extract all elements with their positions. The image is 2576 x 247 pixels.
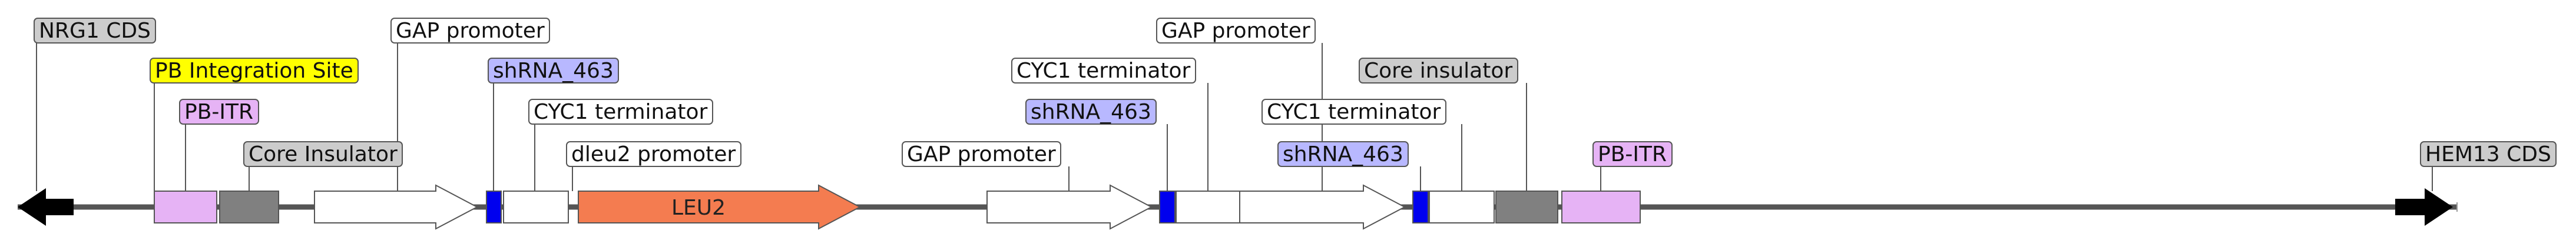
feature-label-box xyxy=(179,99,259,125)
feature-label[interactable]: HEM13 CDS xyxy=(2420,141,2557,167)
feature-nrg1 xyxy=(18,188,74,226)
feature-label[interactable]: CYC1 terminator xyxy=(528,99,713,125)
feature-label-text: GAP promoter xyxy=(1161,19,1310,43)
feature-sh1 xyxy=(486,191,502,223)
feature-itr2 xyxy=(1561,191,1641,223)
feature-label[interactable]: shRNA_463 xyxy=(1277,141,1409,167)
feature-label-box xyxy=(1359,58,1518,84)
feature-label-text: Core Insulator xyxy=(249,142,398,166)
feature-label-box xyxy=(1011,58,1196,84)
feature-label-box xyxy=(1156,18,1316,44)
leader-lines xyxy=(36,43,2433,191)
feature-label-text: dleu2 promoter xyxy=(571,142,736,166)
feature-label-box xyxy=(1261,99,1446,125)
feature-label[interactable]: PB-ITR xyxy=(1592,141,1673,167)
feature-label-box xyxy=(243,141,403,167)
feature-label-text: PB Integration Site xyxy=(155,59,353,83)
feature-gap3 xyxy=(1239,184,1406,230)
feature-ins1 xyxy=(219,191,279,223)
feature-label[interactable]: CYC1 terminator xyxy=(1011,58,1196,84)
feature-label[interactable]: shRNA_463 xyxy=(1025,99,1157,125)
feature-label[interactable]: PB Integration Site xyxy=(150,58,359,84)
feature-label[interactable]: dleu2 promoter xyxy=(566,141,741,167)
feature-label-text: GAP promoter xyxy=(907,142,1056,166)
feature-cyc1 xyxy=(503,191,569,223)
feature-label[interactable]: GAP promoter xyxy=(390,18,550,44)
feature-gap1 xyxy=(314,184,479,230)
feature-label-box xyxy=(528,99,713,125)
feature-label[interactable]: Core Insulator xyxy=(243,141,403,167)
feature-label-text: GAP promoter xyxy=(396,19,545,43)
feature-label-box xyxy=(1592,141,1673,167)
feature-label[interactable]: CYC1 terminator xyxy=(1261,99,1446,125)
feature-ins2 xyxy=(1495,191,1558,223)
feature-label-text: CYC1 terminator xyxy=(1267,100,1441,124)
feature-label-box xyxy=(1277,141,1409,167)
feature-label[interactable]: NRG1 CDS xyxy=(34,18,156,44)
feature-label-text: PB-ITR xyxy=(1598,142,1667,166)
feature-label[interactable]: Core insulator xyxy=(1359,58,1518,84)
feature-label-text: PB-ITR xyxy=(184,100,253,124)
feature-label-box xyxy=(488,58,619,84)
feature-label[interactable]: GAP promoter xyxy=(1156,18,1316,44)
feature-label-text: Core insulator xyxy=(1364,59,1512,83)
feature-sh3 xyxy=(1412,191,1429,223)
feature-sh2 xyxy=(1159,191,1176,223)
feature-label[interactable]: PB-ITR xyxy=(179,99,259,125)
feature-label-box xyxy=(902,141,1061,167)
feature-label-box xyxy=(1025,99,1157,125)
feature-label-text: shRNA_463 xyxy=(1283,142,1403,166)
feature-layer: LEU2 xyxy=(18,184,2453,230)
feature-gap2 xyxy=(986,184,1153,230)
feature-label[interactable]: GAP promoter xyxy=(902,141,1061,167)
feature-hem13 xyxy=(2395,188,2453,226)
feature-leu2-label: LEU2 xyxy=(671,196,726,220)
feature-label-box xyxy=(566,141,741,167)
feature-label-text: HEM13 CDS xyxy=(2425,142,2551,166)
feature-itr1 xyxy=(154,191,217,223)
feature-label-text: shRNA_463 xyxy=(493,59,614,83)
feature-label-box xyxy=(150,58,359,84)
feature-cyc2 xyxy=(1176,191,1240,223)
feature-label-text: CYC1 terminator xyxy=(534,100,708,124)
feature-label-text: CYC1 terminator xyxy=(1017,59,1191,83)
feature-label-text: shRNA_463 xyxy=(1031,100,1151,124)
feature-label-box xyxy=(390,18,550,44)
feature-label[interactable]: shRNA_463 xyxy=(488,58,619,84)
feature-label-text: NRG1 CDS xyxy=(39,19,151,43)
feature-label-box xyxy=(2420,141,2557,167)
feature-cyc3 xyxy=(1429,191,1495,223)
feature-label-box xyxy=(34,18,156,44)
feature-leu2 xyxy=(578,184,862,230)
